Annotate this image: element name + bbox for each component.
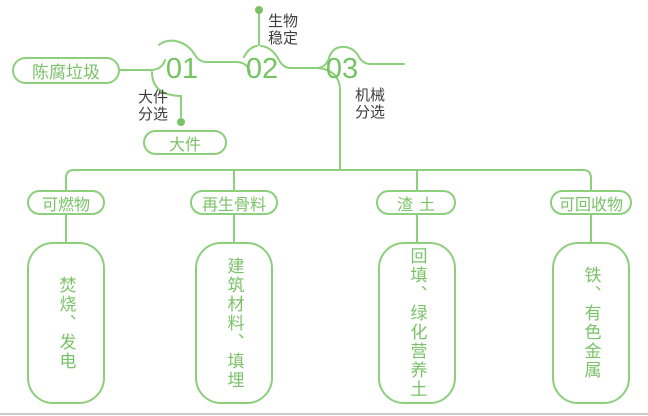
label-line: 分选 [355, 104, 386, 121]
label-line: 分选 [138, 106, 169, 123]
step-number-01: 01 [165, 53, 199, 85]
label-line: 大件 [138, 89, 169, 106]
output-pill-recycled-aggregate: 再生骨料 [190, 190, 278, 215]
wire-02-to-03 [260, 45, 342, 69]
label-line: 生物 [268, 13, 299, 30]
label-bulky-sorting: 大件 分选 [138, 89, 168, 123]
output-detail-iron-nonferrous-metal: 铁、有色金属 [552, 242, 630, 404]
bio-node-dot [255, 6, 263, 14]
output-pill-slag-soil: 渣土 [376, 190, 456, 215]
label-line: 机械 [355, 87, 386, 104]
wire-02-dome-left [243, 45, 258, 58]
source-pill-aged-waste: 陈腐垃圾 [12, 57, 120, 84]
wire-01-to-02 [158, 39, 251, 73]
wire-03-down [316, 67, 341, 171]
label-biological-stabilization: 生物 稳定 [268, 13, 298, 47]
wire-source-to-01 [119, 59, 166, 71]
bulky-node-dot [177, 118, 185, 126]
output-detail-backfill-nutrient-soil: 回填、绿化营养土 [378, 242, 456, 404]
wire-distribution-bar [65, 169, 592, 192]
output-detail-incineration-power: 焚烧、发电 [27, 242, 105, 404]
step-number-03: 03 [325, 53, 359, 85]
bottom-divider-line [0, 413, 648, 415]
output-pill-recyclables: 可回收物 [550, 190, 632, 215]
bulky-item-pill: 大件 [143, 130, 227, 155]
output-pill-combustibles: 可燃物 [27, 190, 105, 215]
label-line: 稳定 [268, 30, 299, 47]
label-mechanical-sorting: 机械 分选 [355, 87, 385, 121]
step-number-02: 02 [245, 53, 279, 85]
wire-01-to-bulky [151, 71, 182, 118]
output-detail-building-material-landfill: 建筑材料、填埋 [195, 242, 273, 404]
wire-03-out [340, 45, 405, 65]
